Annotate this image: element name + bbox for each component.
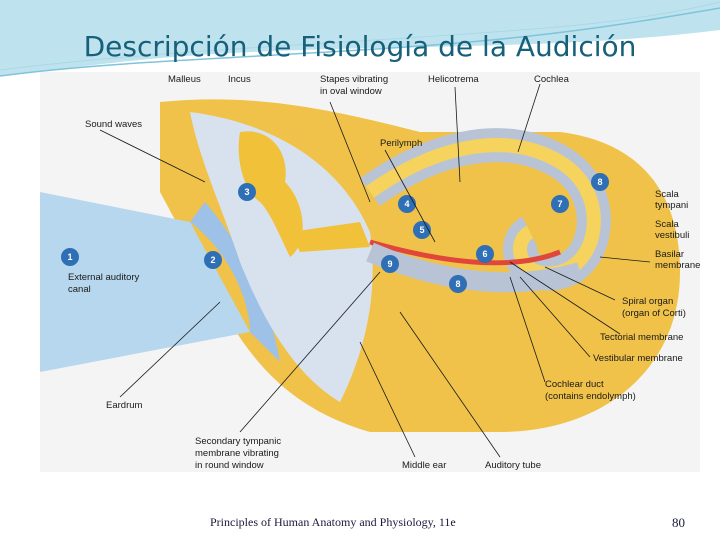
leader-lines — [99, 83, 651, 458]
step-marker: 3 — [238, 183, 256, 201]
external-canal — [40, 192, 250, 372]
label-cochlea: Cochlea — [534, 74, 570, 85]
basilar-membrane-line — [369, 239, 561, 266]
label-tectorial-membrane: Tectorial membrane — [600, 332, 683, 343]
svg-text:2: 2 — [210, 255, 215, 265]
decorative-header-swoosh — [0, 0, 720, 77]
ear-anatomy-diagram: 1 2 3 4 5 6 7 8 8 9 Malleus Incus Stapes… — [40, 72, 700, 472]
malleus-incus-shape — [238, 131, 303, 257]
label-spiral-organ: Spiral organ — [622, 296, 673, 307]
svg-text:canal: canal — [68, 284, 91, 295]
label-scala-vestibuli: Scala — [655, 219, 679, 230]
label-secondary-membrane: Secondary tympanic — [195, 436, 281, 447]
label-perilymph: Perilymph — [380, 138, 422, 149]
label-stapes: Stapes vibrating — [320, 74, 388, 85]
svg-text:(organ of Corti): (organ of Corti) — [622, 308, 686, 319]
stapes-shape — [290, 222, 370, 252]
label-basilar-membrane: Basilar — [655, 249, 684, 260]
svg-text:vestibuli: vestibuli — [655, 230, 689, 241]
svg-text:3: 3 — [244, 187, 249, 197]
svg-text:8: 8 — [597, 177, 602, 187]
svg-text:7: 7 — [557, 199, 562, 209]
label-auditory-tube: Auditory tube — [485, 460, 541, 471]
svg-text:6: 6 — [482, 249, 487, 259]
middle-ear-cavity — [190, 112, 373, 402]
step-marker: 2 — [204, 251, 222, 269]
label-helicotrema: Helicotrema — [428, 74, 479, 85]
svg-text:4: 4 — [404, 199, 409, 209]
svg-text:(contains endolymph): (contains endolymph) — [545, 391, 636, 402]
label-malleus: Malleus — [168, 74, 201, 85]
svg-text:9: 9 — [387, 259, 392, 269]
label-eardrum: Eardrum — [106, 400, 143, 411]
svg-text:in oval window: in oval window — [320, 86, 382, 97]
svg-text:1: 1 — [67, 252, 72, 262]
step-marker: 9 — [381, 255, 399, 273]
label-vestibular-membrane: Vestibular membrane — [593, 353, 683, 364]
label-sound-waves: Sound waves — [85, 119, 142, 130]
cochlea-duct — [365, 138, 601, 281]
label-middle-ear: Middle ear — [402, 460, 446, 471]
label-cochlear-duct: Cochlear duct — [545, 379, 604, 390]
step-marker: 5 — [413, 221, 431, 239]
svg-text:in round window: in round window — [195, 460, 264, 471]
step-marker: 7 — [551, 195, 569, 213]
eardrum — [190, 202, 280, 362]
svg-text:membrane: membrane — [655, 260, 700, 271]
footer-citation: Principles of Human Anatomy and Physiolo… — [210, 515, 456, 529]
step-marker: 4 — [398, 195, 416, 213]
label-scala-tympani: Scala — [655, 189, 679, 200]
page-number: 80 — [672, 515, 685, 530]
svg-text:5: 5 — [419, 225, 424, 235]
svg-text:tympani: tympani — [655, 200, 688, 211]
label-external-canal: External auditory — [68, 272, 140, 283]
label-incus: Incus — [228, 74, 251, 85]
svg-text:membrane vibrating: membrane vibrating — [195, 448, 279, 459]
step-marker: 1 — [61, 248, 79, 266]
svg-text:8: 8 — [455, 279, 460, 289]
step-marker: 8 — [591, 173, 609, 191]
step-marker: 8 — [449, 275, 467, 293]
slide-title: Descripción de Fisiología de la Audición — [83, 30, 637, 63]
step-marker: 6 — [476, 245, 494, 263]
